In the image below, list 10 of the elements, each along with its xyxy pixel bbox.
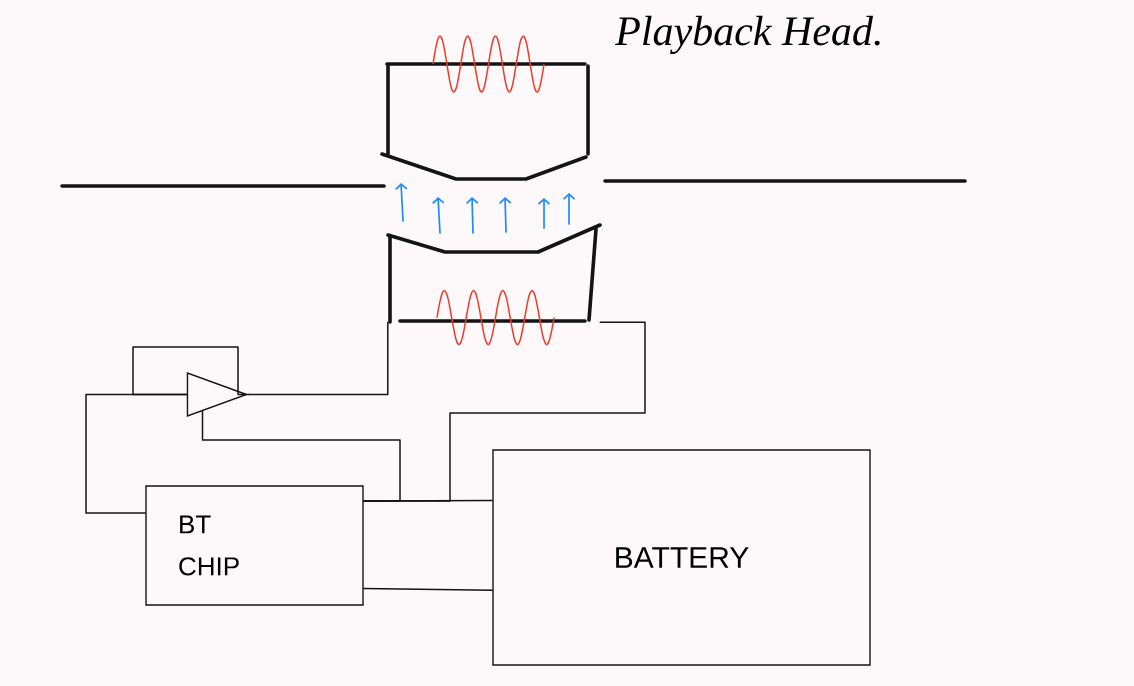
wire xyxy=(85,393,188,514)
wire xyxy=(362,321,646,502)
battery-box: BATTERY xyxy=(492,449,871,666)
wire xyxy=(132,346,250,396)
wire xyxy=(247,321,389,396)
chip-box: BT CHIP xyxy=(145,485,364,606)
wire xyxy=(362,587,494,591)
part-label: Playback Head. xyxy=(615,15,880,55)
coil-core xyxy=(386,223,602,346)
wire xyxy=(201,410,401,502)
